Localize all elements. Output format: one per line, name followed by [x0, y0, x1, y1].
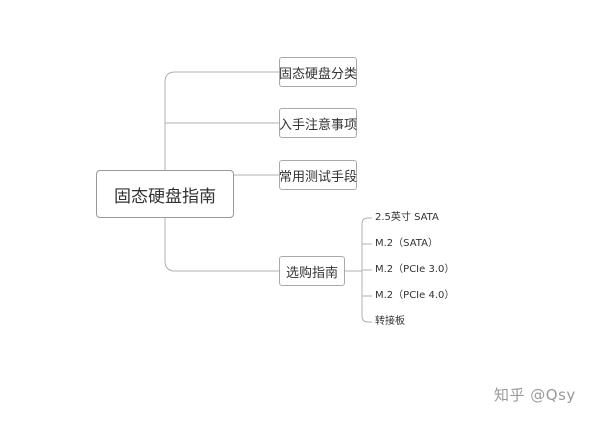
- branch-node-label: 固态硬盘分类: [279, 66, 358, 82]
- leaf-node-label: M.2（SATA）: [375, 238, 438, 249]
- root-node[interactable]: 固态硬盘指南: [96, 170, 234, 218]
- leaf-node-m2-pcie4[interactable]: M.2（PCIe 4.0）: [375, 289, 454, 303]
- branch-node-label: 常用测试手段: [279, 169, 358, 185]
- leaf-node-sata-25[interactable]: 2.5英寸 SATA: [375, 211, 439, 225]
- branch-node-label: 选购指南: [285, 265, 338, 281]
- leaf-node-label: M.2（PCIe 3.0）: [375, 264, 455, 275]
- leaf-node-label: M.2（PCIe 4.0）: [375, 290, 455, 301]
- watermark: 知乎 @Qsy: [494, 386, 576, 404]
- connector-leaf-5: [361, 315, 372, 323]
- leaf-node-label: 转接板: [375, 316, 405, 327]
- leaf-node-label: 2.5英寸 SATA: [375, 212, 439, 223]
- branch-node-ssd-categories[interactable]: 固态硬盘分类: [279, 57, 357, 87]
- branch-node-testing-methods[interactable]: 常用测试手段: [279, 160, 357, 190]
- sub-spine-line: [361, 217, 372, 225]
- root-node-label: 固态硬盘指南: [114, 186, 216, 207]
- leaf-node-adapter-board[interactable]: 转接板: [375, 315, 405, 329]
- spine-line: [164, 71, 279, 83]
- branch-node-label: 入手注意事项: [279, 117, 358, 133]
- branch-node-purchase-notes[interactable]: 入手注意事项: [279, 108, 357, 138]
- leaf-node-m2-pcie3[interactable]: M.2（PCIe 3.0）: [375, 263, 454, 277]
- branch-node-buying-guide[interactable]: 选购指南: [279, 256, 345, 286]
- connector-branch-4: [164, 260, 279, 272]
- leaf-node-m2-sata[interactable]: M.2（SATA）: [375, 237, 438, 251]
